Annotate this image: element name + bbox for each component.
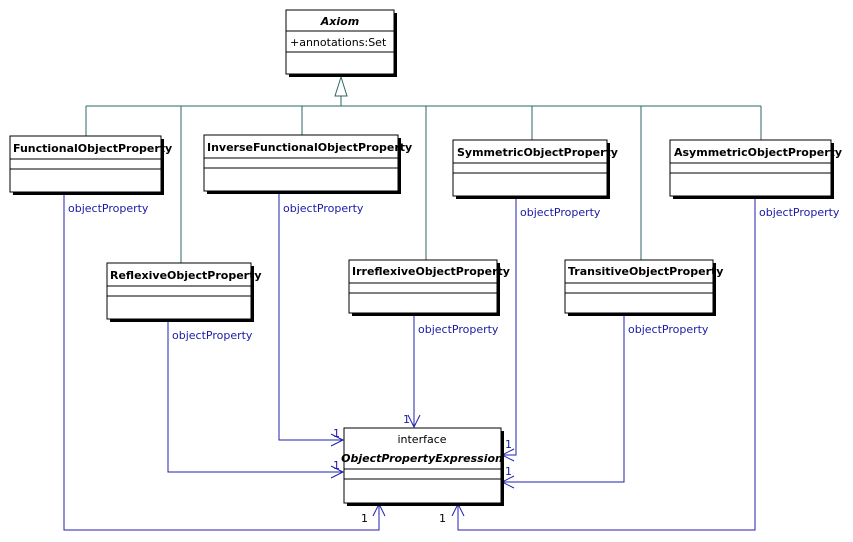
- multiplicity-functional: 1: [361, 512, 368, 525]
- class-axiom-attribute: +annotations:Set: [290, 36, 387, 49]
- class-inverse-functional-object-property[interactable]: InverseFunctionalObjectProperty: [203, 134, 412, 194]
- multiplicity-irreflexive: 1: [403, 413, 410, 426]
- multiplicity-asymmetric: 1: [439, 512, 446, 525]
- class-asymmetric-name: AsymmetricObjectProperty: [674, 146, 842, 159]
- class-transitive-object-property[interactable]: TransitiveObjectProperty: [564, 259, 723, 316]
- class-axiom[interactable]: Axiom +annotations:Set: [285, 9, 397, 77]
- association-lines: [63, 193, 756, 531]
- role-label-transitive: objectProperty: [628, 323, 709, 336]
- class-reflexive-object-property[interactable]: ReflexiveObjectProperty: [106, 262, 262, 322]
- class-irreflexive-name: IrreflexiveObjectProperty: [352, 265, 510, 278]
- multiplicity-symmetric: 1: [505, 438, 512, 451]
- class-symmetric-name: SymmetricObjectProperty: [457, 146, 618, 159]
- role-label-inverse-functional: objectProperty: [283, 202, 364, 215]
- generalization-lines: [85, 96, 762, 263]
- class-functional-object-property[interactable]: FunctionalObjectProperty: [9, 135, 172, 195]
- class-object-property-expression[interactable]: interface ObjectPropertyExpression: [341, 427, 504, 506]
- multiplicity-reflexive: 1: [333, 459, 340, 472]
- role-label-symmetric: objectProperty: [520, 206, 601, 219]
- class-irreflexive-object-property[interactable]: IrreflexiveObjectProperty: [348, 259, 510, 316]
- multiplicity-inverse-functional: 1: [333, 427, 340, 440]
- generalization-arrowhead: [334, 75, 348, 97]
- class-inverse-functional-name: InverseFunctionalObjectProperty: [207, 141, 412, 154]
- class-ope-name: ObjectPropertyExpression: [341, 452, 503, 465]
- role-label-asymmetric: objectProperty: [759, 206, 840, 219]
- class-transitive-name: TransitiveObjectProperty: [568, 265, 723, 278]
- class-asymmetric-object-property[interactable]: AsymmetricObjectProperty: [669, 139, 842, 199]
- multiplicity-transitive: 1: [505, 465, 512, 478]
- role-label-irreflexive: objectProperty: [418, 323, 499, 336]
- role-label-reflexive: objectProperty: [172, 329, 253, 342]
- class-axiom-name: Axiom: [320, 15, 359, 28]
- class-reflexive-name: ReflexiveObjectProperty: [110, 269, 262, 282]
- class-ope-stereotype: interface: [397, 433, 446, 446]
- role-label-functional: objectProperty: [68, 202, 149, 215]
- class-symmetric-object-property[interactable]: SymmetricObjectProperty: [452, 139, 618, 199]
- class-functional-name: FunctionalObjectProperty: [13, 142, 172, 155]
